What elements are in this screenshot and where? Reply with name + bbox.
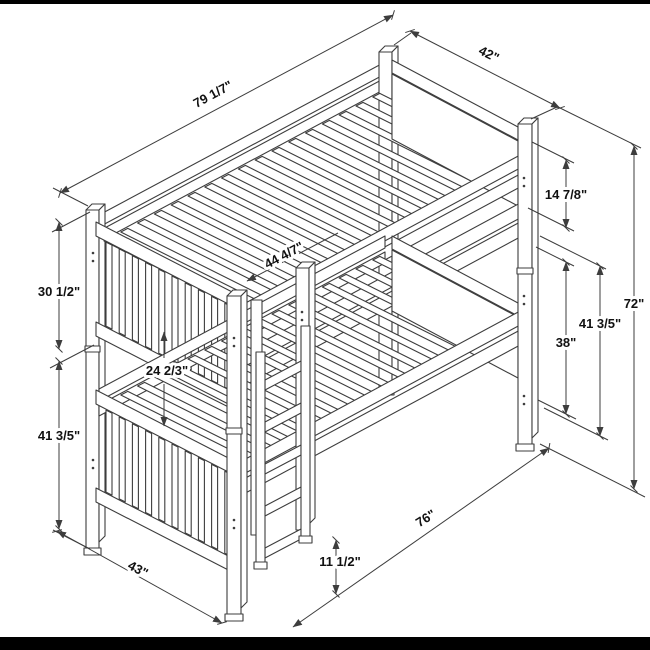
ladder-rungs — [264, 360, 302, 559]
front-left-foot — [224, 613, 244, 622]
ladder-left-rail — [255, 351, 266, 563]
dim-label-ladder-bottom: 11 1/2" — [319, 554, 361, 569]
front-left-post — [226, 295, 242, 615]
upper-footboard-slats — [105, 241, 232, 391]
dim-label-height-right-mid: 41 3/5" — [579, 316, 621, 331]
dim-label-length-bottom: 76" — [413, 506, 438, 530]
dim-label-height-total: 72" — [624, 296, 645, 311]
bolt-dots — [91, 176, 526, 530]
dim-label-width-top: 42" — [476, 43, 501, 66]
dim-label-height-bunk-right: 38" — [556, 335, 577, 350]
dim-label-height-left-top: 30 1/2" — [38, 284, 80, 299]
dim-label-width-bottom: 43" — [126, 558, 151, 581]
dim-label-rail-gap-right: 14 7/8" — [545, 187, 587, 202]
front-right-foot — [515, 443, 535, 452]
bed-drawing — [83, 45, 539, 622]
top-edge-bar — [0, 0, 650, 4]
ladder-right-rail — [300, 325, 311, 537]
dim-label-height-left-bottom: 41 3/5" — [38, 428, 80, 443]
lower-footboard-bottom-rail — [95, 487, 241, 577]
dim-label-length-top: 79 1/7" — [191, 77, 235, 110]
dim-label-panel-gap-left: 24 2/3" — [146, 363, 188, 378]
bottom-edge-bar — [0, 637, 650, 650]
